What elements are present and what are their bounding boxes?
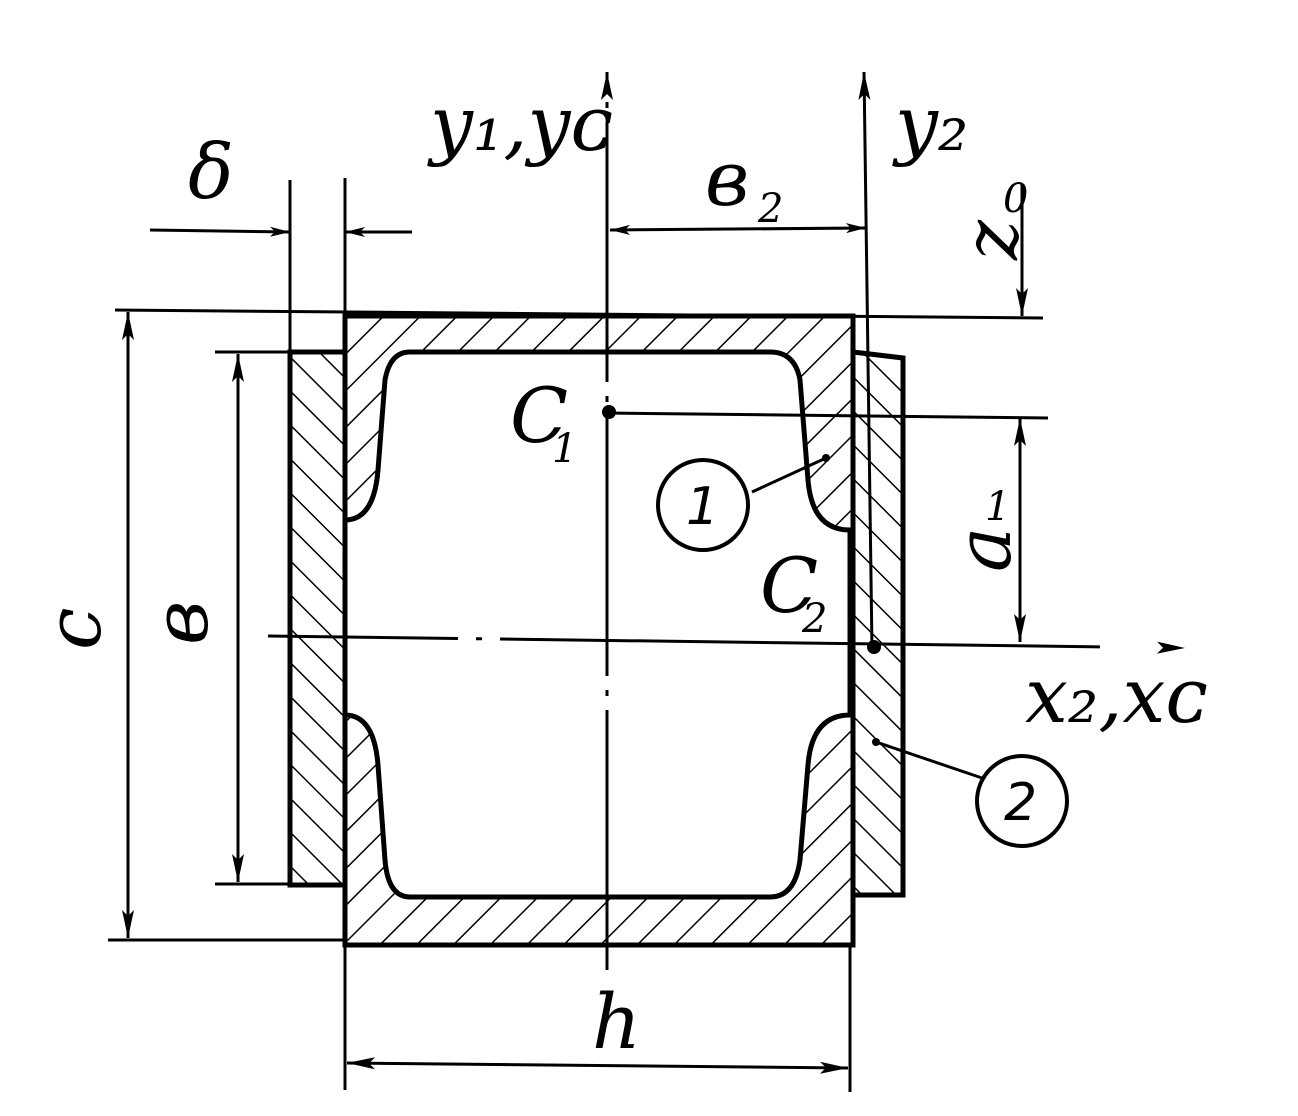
part2-number: 2 — [1004, 773, 1037, 833]
label-b2: в — [705, 134, 749, 223]
label-y1-yc: y₁,yᴄ — [427, 79, 613, 168]
channel-section — [342, 313, 856, 948]
part1-leader — [751, 456, 827, 494]
label-x2-xc: x₂,xᴄ — [1025, 651, 1208, 740]
label-c: c — [29, 607, 118, 650]
label-a1: a — [939, 527, 1028, 572]
label-C2: C — [760, 541, 818, 630]
label-C1: C — [510, 371, 568, 460]
c2-point — [867, 640, 881, 654]
part2-callout — [975, 754, 1069, 848]
label-C2-sub: 2 — [801, 596, 827, 642]
h-dimension — [346, 1057, 849, 1074]
label-y2: y₂ — [892, 79, 968, 168]
plate-left — [287, 349, 348, 888]
axis-x2-xc — [267, 634, 1186, 654]
part1-callout — [656, 458, 750, 552]
part2-leader — [875, 740, 983, 780]
axis-y2 — [858, 71, 874, 651]
c1-reference-line — [606, 411, 1049, 420]
top-extension-line — [114, 308, 1044, 320]
label-h: h — [592, 977, 641, 1066]
label-z0: z — [946, 219, 1035, 261]
label-z0-sub: 0 — [1003, 176, 1028, 222]
label-b: в — [136, 601, 225, 645]
label-C1-sub: 1 — [552, 426, 577, 472]
label-a1-sub: 1 — [985, 484, 1010, 530]
part1-number: 1 — [686, 477, 719, 537]
plate-right — [850, 349, 906, 898]
label-b2-sub: 2 — [757, 186, 783, 232]
label-delta: δ — [188, 127, 234, 216]
delta-arrow-left — [149, 226, 291, 237]
c1-point — [602, 405, 616, 419]
b2-dimension — [609, 223, 867, 235]
